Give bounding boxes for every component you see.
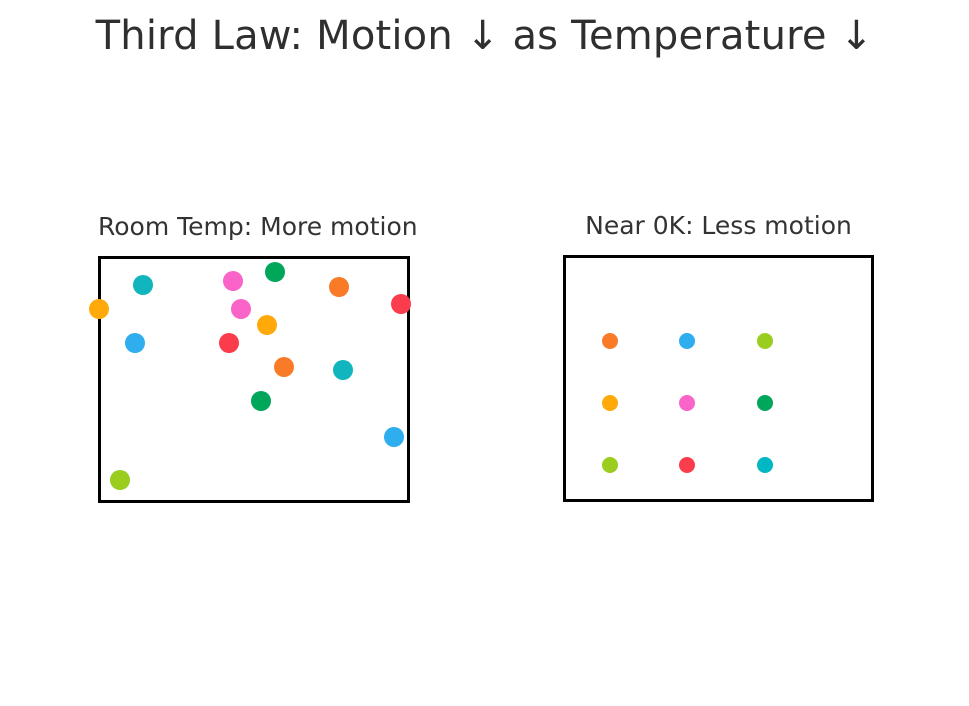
- particle-marker: [679, 456, 696, 473]
- particle-marker: [332, 359, 353, 380]
- panel-near-zero-k-title: Near 0K: Less motion: [585, 211, 852, 240]
- particle-layer-near-zero-k: [563, 255, 874, 502]
- particle-marker: [384, 427, 405, 448]
- particle-marker: [679, 395, 696, 412]
- particle-marker: [390, 293, 411, 314]
- particle-marker: [257, 314, 278, 335]
- particle-marker: [230, 299, 251, 320]
- particle-marker: [757, 333, 774, 350]
- particle-marker: [110, 470, 131, 491]
- particle-marker: [250, 390, 271, 411]
- particle-marker: [273, 356, 294, 377]
- particle-marker: [88, 299, 109, 320]
- particle-marker: [328, 277, 349, 298]
- particle-layer-room-temp: [88, 256, 411, 503]
- particle-marker: [757, 456, 774, 473]
- particle-marker: [223, 270, 244, 291]
- panel-room-temp-title: Room Temp: More motion: [98, 212, 418, 241]
- particle-marker: [679, 333, 696, 350]
- particle-marker: [601, 456, 618, 473]
- particle-marker: [601, 333, 618, 350]
- particle-marker: [264, 262, 285, 283]
- particle-marker: [132, 274, 153, 295]
- page-title: Third Law: Motion ↓ as Temperature ↓: [95, 13, 874, 59]
- panel-room-temp: Room Temp: More motion: [88, 212, 418, 503]
- particle-marker: [601, 395, 618, 412]
- particle-marker: [125, 332, 146, 353]
- particle-marker: [219, 332, 240, 353]
- particle-marker: [757, 395, 774, 412]
- plot-border-room-temp: [98, 256, 410, 503]
- panel-near-zero-k: Near 0K: Less motion: [563, 211, 874, 502]
